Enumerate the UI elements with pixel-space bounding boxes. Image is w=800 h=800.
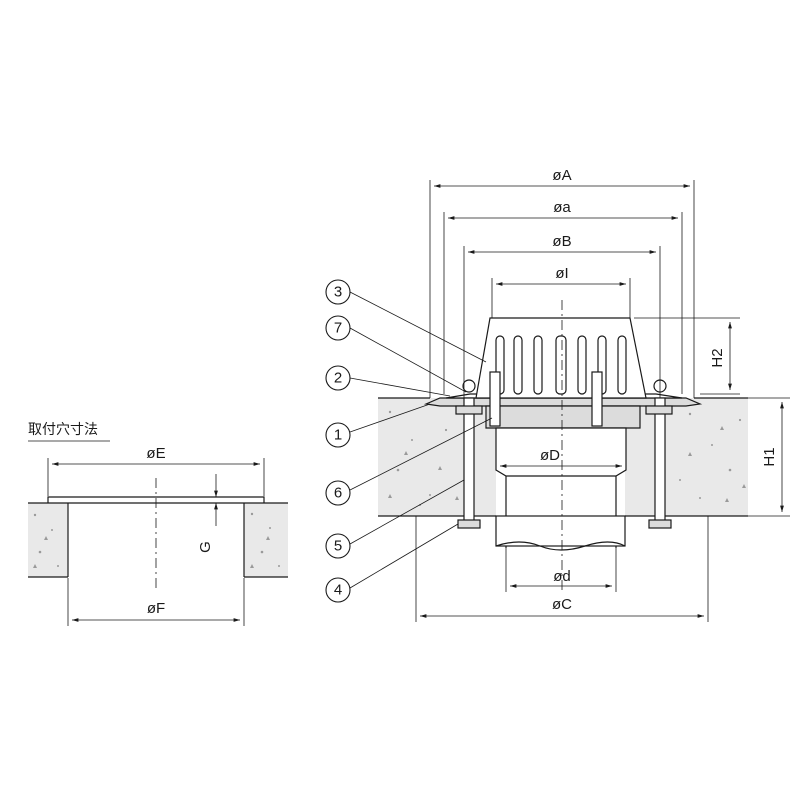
dim-E-label: øE — [146, 445, 165, 462]
drain-pipe — [495, 515, 626, 547]
callout-4: 4 — [325, 577, 351, 603]
dim-I-label: øI — [555, 265, 568, 282]
slab-right-main — [625, 398, 748, 516]
dim-C-label: øC — [552, 596, 572, 613]
dim-F-label: øF — [147, 600, 165, 617]
nut-right-bottom — [648, 519, 672, 529]
callout-5: 5 — [325, 533, 351, 559]
mounting-hole-title: 取付穴寸法 — [28, 422, 98, 438]
callout-5-label: 5 — [334, 538, 342, 555]
bolt-right — [654, 397, 666, 525]
slab-left-main — [378, 398, 496, 516]
dim-A-label: øA — [552, 167, 571, 184]
dim-H2-label: H2 — [709, 348, 726, 367]
recess-outline — [47, 496, 265, 503]
callout-3-label: 3 — [334, 284, 342, 301]
dim-a-label: øa — [553, 199, 571, 216]
drain-body-top — [485, 405, 641, 429]
anchor-bolts — [455, 371, 673, 529]
callout-1: 1 — [325, 422, 351, 448]
stud-left — [489, 371, 501, 427]
concrete-speckles-left — [33, 513, 59, 568]
callout-6: 6 — [325, 480, 351, 506]
stud-center — [591, 371, 603, 427]
dim-B-label: øB — [552, 233, 571, 250]
callout-4-label: 4 — [334, 582, 342, 599]
dim-d-label: ød — [553, 568, 571, 585]
mounting-hole-view: 取付穴寸法 øE G — [28, 422, 288, 626]
nut-left-top — [455, 405, 483, 415]
dim-G-label: G — [197, 541, 214, 553]
concrete-speckles-right — [250, 512, 280, 568]
callout-7: 7 — [325, 315, 351, 341]
nut-left-bottom — [457, 519, 481, 529]
callout-2-label: 2 — [334, 370, 342, 387]
drain-body-bowl — [495, 427, 627, 477]
bolt-left — [463, 397, 475, 525]
callout-leaders — [349, 291, 493, 589]
pipe-break — [495, 541, 626, 551]
dim-D-label: øD — [540, 447, 560, 464]
callout-6-label: 6 — [334, 485, 342, 502]
dim-H1-label: H1 — [761, 447, 778, 466]
strainer-slots — [495, 335, 627, 395]
callout-3: 3 — [325, 279, 351, 305]
callout-7-label: 7 — [334, 320, 342, 337]
nut-right-top — [645, 405, 673, 415]
bolt-cap-left — [462, 379, 476, 393]
callout-1-label: 1 — [334, 427, 342, 444]
callout-2: 2 — [325, 365, 351, 391]
roof-drain-view: øA øa øB øI øD ød øC H2 — [325, 167, 790, 622]
concrete-speckles-main — [388, 410, 746, 506]
